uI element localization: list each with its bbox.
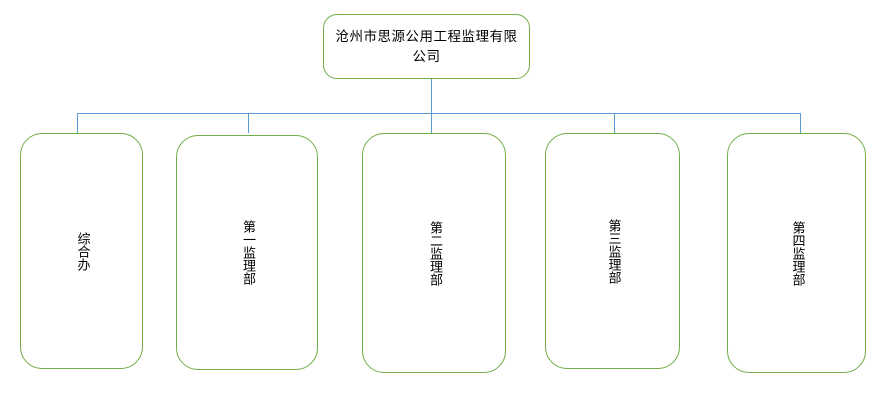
org-node-child-1[interactable]: 综合办	[20, 133, 143, 369]
org-node-child-4[interactable]: 第三监理部	[545, 133, 680, 369]
org-node-child-3[interactable]: 第二监理部	[362, 133, 506, 373]
org-node-child-5-label: 第四监理部	[789, 220, 805, 286]
connector-horizontal-bus	[77, 113, 801, 114]
connector-drop-3	[431, 113, 432, 133]
connector-root-stem	[431, 79, 432, 113]
connector-drop-1	[77, 113, 78, 133]
connector-drop-5	[800, 113, 801, 133]
org-node-root-label: 沧州市思源公用工程监理有限公司	[335, 28, 518, 65]
org-node-child-2[interactable]: 第一监理部	[176, 135, 318, 370]
org-node-child-2-label: 第一监理部	[240, 220, 255, 285]
org-node-child-4-label: 第三监理部	[605, 218, 621, 284]
connector-drop-2	[248, 113, 249, 133]
org-node-child-5[interactable]: 第四监理部	[727, 133, 866, 373]
org-node-root[interactable]: 沧州市思源公用工程监理有限公司	[323, 14, 530, 79]
org-node-child-3-label: 第二监理部	[427, 220, 442, 286]
org-node-child-1-label: 综合办	[74, 231, 90, 271]
connector-drop-4	[614, 113, 615, 133]
